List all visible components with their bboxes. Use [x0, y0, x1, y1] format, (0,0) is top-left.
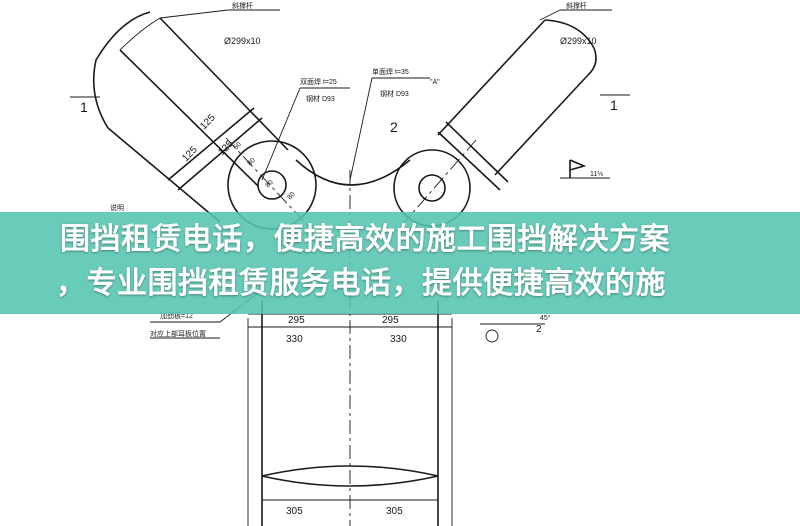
left-plate-label: 加劲板=12	[160, 311, 193, 320]
banner-line-2: ，专业围挡租赁服务电话，提供便捷高效的施	[56, 266, 666, 301]
right-weld-line2: 钢材 D93	[380, 89, 409, 98]
left-note-title: 说明	[110, 203, 124, 212]
angle-label: 45°	[540, 314, 551, 322]
section-mark-right: 1	[610, 97, 618, 113]
right-note: 11⅓	[590, 171, 603, 178]
section-mark-left: 1	[80, 99, 88, 115]
left-weld-line2: 钢材 D93	[306, 94, 335, 103]
mid-dim-left: 330	[286, 334, 303, 345]
left-pipe-title: 斜撑杆	[232, 1, 253, 10]
mid-dim-right: 330	[390, 334, 407, 345]
section-mark-lower: 2	[536, 324, 542, 335]
left-pipe-spec: Ø299x10	[224, 36, 261, 46]
left-pipe	[92, 11, 289, 223]
dimension-lines	[70, 9, 630, 501]
bottom-dim-right: 305	[386, 506, 403, 517]
banner-line-1: 围挡租赁电话，便捷高效的施工围挡解决方案	[60, 222, 670, 257]
vertical-column	[247, 170, 453, 526]
top-dim-right: 295	[382, 315, 399, 326]
section-mark-center: 2	[390, 119, 398, 135]
right-weld-line1: 单面焊 t=35	[372, 67, 409, 76]
dim-inner-right-2: 80	[286, 191, 297, 202]
bottom-dim-left: 305	[286, 506, 303, 517]
right-pipe-title: 斜撑杆	[566, 1, 587, 10]
right-pipe	[437, 19, 597, 191]
left-weld-line1: 双面焊 t=25	[300, 77, 337, 86]
top-dim-left: 295	[288, 315, 305, 326]
left-position-label: 对应上部耳板位置	[150, 329, 206, 338]
dim-inner-left-2: 80	[246, 157, 257, 168]
dim-inner-left-1: 50	[232, 141, 243, 152]
right-weld-quote: "A"	[430, 79, 440, 86]
dim-left-pipe-2: 125	[180, 144, 200, 164]
overlay-banner: 围挡租赁电话，便捷高效的施工围挡解决方案 ，专业围挡租赁服务电话，提供便捷高效的…	[0, 212, 800, 314]
dim-inner-right-1: 80	[264, 179, 275, 190]
right-pipe-spec: Ø299x10	[560, 36, 597, 46]
